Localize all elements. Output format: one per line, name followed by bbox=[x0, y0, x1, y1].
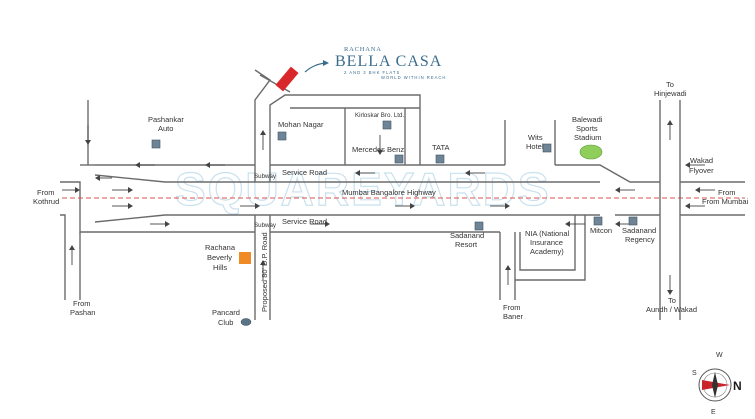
from-kothrud-label-2: Kothrud bbox=[33, 197, 59, 206]
pancard-label-1: Pancard bbox=[212, 308, 240, 317]
service-road-bottom-label: Service Road bbox=[282, 217, 327, 226]
map-labels: From Kothrud From Pashan Pashankar Auto … bbox=[33, 80, 749, 327]
brand-prefix: RACHANA bbox=[344, 46, 382, 53]
pancard-club-marker bbox=[240, 318, 252, 326]
from-baner-label-1: From bbox=[503, 303, 521, 312]
wakad-label-1: Wakad bbox=[690, 156, 713, 165]
balewadi-label-2: Sports bbox=[576, 124, 598, 133]
rachana-bev-label-1: Rachana bbox=[205, 243, 236, 252]
subway-top-label: Subway bbox=[254, 173, 277, 180]
compass-n: N bbox=[733, 379, 742, 393]
compass-e: E bbox=[711, 409, 716, 416]
mercedes-benz-marker bbox=[394, 154, 404, 164]
dp-road-label: Proposed 80' D.P. Road bbox=[260, 232, 269, 312]
sadanand-resort-label-2: Resort bbox=[455, 240, 478, 249]
mitcon-label: Mitcon bbox=[590, 226, 612, 235]
to-aundh-label-2: Aundh / Wakad bbox=[646, 305, 697, 314]
sadanand-regency-marker bbox=[628, 216, 638, 226]
wits-hotel-marker bbox=[542, 143, 552, 153]
from-pashan-label-1: From bbox=[73, 299, 91, 308]
nia-label-1: NIA (National bbox=[525, 229, 570, 238]
rachana-beverly-hills-marker bbox=[239, 252, 251, 264]
rachana-bev-label-3: Hills bbox=[213, 263, 227, 272]
brand-name: BELLA CASA bbox=[335, 53, 442, 70]
balewadi-label-1: Balewadi bbox=[572, 115, 603, 124]
balewadi-stadium-marker bbox=[579, 144, 603, 160]
pashankar-label-2: Auto bbox=[158, 124, 173, 133]
brand-sub2: WORLD WITHIN REACH bbox=[381, 75, 446, 80]
wits-label-2: Hotel bbox=[526, 142, 544, 151]
sadanand-regency-label-2: Regency bbox=[625, 235, 655, 244]
sadanand-resort-label-1: Sadanand bbox=[450, 231, 484, 240]
tata-marker bbox=[435, 154, 445, 164]
upper-roads bbox=[254, 69, 681, 320]
bella-casa-logo: RACHANA BELLA CASA 2 AND 3 BHK FLATS WOR… bbox=[335, 46, 446, 80]
bella-casa-marker[interactable] bbox=[275, 66, 299, 92]
direction-arrows bbox=[62, 120, 715, 295]
highway-roads bbox=[60, 100, 745, 300]
lower-roads bbox=[254, 165, 586, 320]
from-mumbai-label-2: From Mumbai bbox=[702, 197, 749, 206]
nia-label-2: Insurance bbox=[530, 238, 563, 247]
sadanand-resort-marker bbox=[474, 221, 484, 231]
pancard-label-2: Club bbox=[218, 318, 233, 327]
brand-sub1: 2 AND 3 BHK FLATS bbox=[344, 70, 400, 75]
compass-w: W bbox=[716, 352, 723, 359]
wits-label-1: Wits bbox=[528, 133, 543, 142]
service-road-top-label: Service Road bbox=[282, 168, 327, 177]
sadanand-regency-label-1: Sadanand bbox=[622, 226, 656, 235]
mitcon-marker bbox=[593, 216, 603, 226]
tata-label: TATA bbox=[432, 143, 450, 152]
pashankar-label-1: Pashankar bbox=[148, 115, 184, 124]
from-mumbai-label-1: From bbox=[718, 188, 736, 197]
from-pashan-label-2: Pashan bbox=[70, 308, 95, 317]
compass: N S W E bbox=[692, 352, 742, 416]
mercedes-label: Mercedes Benz bbox=[352, 145, 404, 154]
highway-label: Mumbai Bangalore Highway bbox=[342, 188, 436, 197]
pashankar-auto-marker bbox=[151, 139, 161, 149]
subway-bottom-label: Subway bbox=[254, 222, 277, 229]
from-baner-label-2: Baner bbox=[503, 312, 524, 321]
rachana-bev-label-2: Beverly bbox=[207, 253, 232, 262]
nia-label-3: Academy) bbox=[530, 247, 564, 256]
compass-needle-dark bbox=[712, 372, 718, 398]
from-kothrud-label-1: From bbox=[37, 188, 55, 197]
mohan-nagar-label: Mohan Nagar bbox=[278, 120, 324, 129]
compass-s: S bbox=[692, 370, 697, 377]
mohan-nagar-marker bbox=[277, 131, 287, 141]
kirloskar-label: Kirloskar Bro. Ltd. bbox=[355, 112, 404, 119]
to-hinjewadi-label-2: Hinjewadi bbox=[654, 89, 687, 98]
watermark: SQUAREYARDS bbox=[175, 163, 551, 215]
kirloskar-marker bbox=[382, 120, 392, 130]
to-hinjewadi-label-1: To bbox=[666, 80, 674, 89]
wakad-label-2: Flyover bbox=[689, 166, 714, 175]
balewadi-label-3: Stadium bbox=[574, 133, 602, 142]
to-aundh-label-1: To bbox=[668, 296, 676, 305]
